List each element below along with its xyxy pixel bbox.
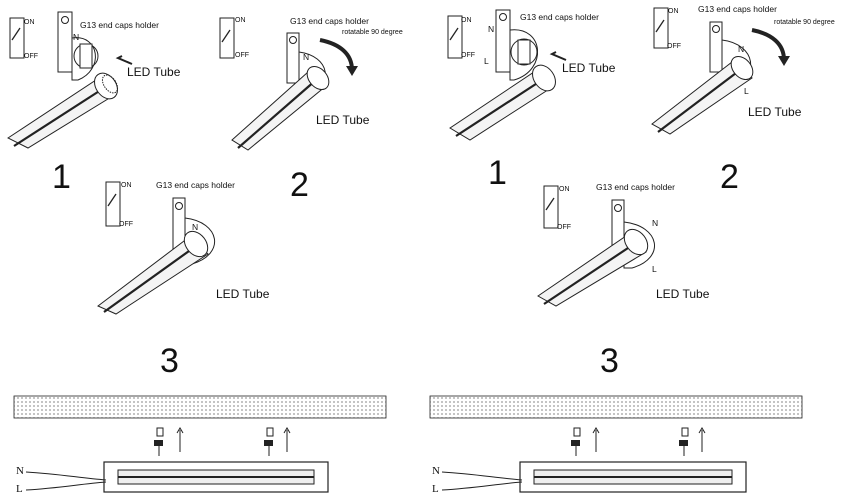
holder-label: G13 end caps holder: [698, 4, 777, 14]
led-tube: [537, 228, 649, 307]
switch-on-label: ON: [559, 186, 570, 193]
rotatable-label: rotatable 90 degree: [342, 29, 403, 36]
switch-off-label: OFF: [667, 43, 681, 50]
panel-right-step1: ON OFF G13 end caps holder N L LED Tube …: [447, 9, 616, 192]
holder-label: G13 end caps holder: [520, 12, 599, 22]
live-label: L: [744, 86, 749, 96]
fixture-left: N L: [13, 395, 387, 495]
switch-off-label: OFF: [24, 53, 38, 60]
switch-off-label: OFF: [461, 52, 475, 59]
switch-on-label: ON: [24, 19, 35, 26]
end-cap-holder: [57, 11, 99, 81]
step-number: 2: [290, 166, 309, 204]
ceiling-mesh: [429, 395, 803, 419]
led-tube-label: LED Tube: [316, 113, 370, 127]
live-label: L: [484, 56, 489, 66]
switch-on-label: ON: [235, 17, 246, 24]
holder-label: G13 end caps holder: [596, 182, 675, 192]
rotate-arrowhead-icon: [778, 56, 790, 66]
neutral-label: N: [738, 44, 744, 54]
wall-switch: ON OFF: [543, 185, 571, 231]
wall-switch: ON OFF: [653, 7, 681, 50]
wall-switch: ON OFF: [447, 15, 475, 59]
wall-switch: ON OFF: [9, 17, 38, 60]
step-number: 1: [52, 158, 71, 196]
arrow-icon: [549, 51, 567, 61]
arrow-icon: [115, 55, 133, 65]
panel-right-step2: ON OFF G13 end caps holder rotatable 90 …: [651, 4, 835, 196]
neutral-wire-label: N: [16, 465, 24, 477]
led-tube: [449, 64, 556, 141]
mounting-screw-icon: [154, 427, 184, 456]
rotatable-label: rotatable 90 degree: [774, 19, 835, 26]
panel-right-step3: ON OFF G13 end caps holder N L LED Tube …: [537, 182, 710, 380]
led-tube: [651, 55, 754, 135]
mounting-screw-icon: [679, 427, 706, 456]
live-label: L: [652, 264, 657, 274]
neutral-label: N: [192, 222, 198, 232]
rotate-arrow-icon: [319, 38, 354, 71]
switch-off-label: OFF: [235, 52, 249, 59]
holder-label: G13 end caps holder: [156, 180, 235, 190]
led-tube-label: LED Tube: [748, 105, 802, 119]
switch-on-label: ON: [668, 8, 679, 15]
neutral-label: N: [73, 32, 79, 42]
fixture-right: N L: [429, 395, 803, 495]
switch-on-label: ON: [461, 17, 472, 24]
panel-left-step1: ON OFF G13 end caps holder N LED Tube 1: [7, 11, 181, 196]
neutral-label: N: [652, 218, 658, 228]
led-tube: [97, 230, 209, 315]
led-tube-label: LED Tube: [562, 61, 616, 75]
mounting-screw-icon: [571, 427, 600, 456]
neutral-label: N: [488, 24, 494, 34]
panel-left-step2: ON OFF G13 end caps holder rotatable 90 …: [219, 16, 403, 204]
switch-on-label: ON: [121, 182, 132, 189]
mounting-screw-icon: [264, 427, 291, 456]
led-tube: [7, 72, 119, 149]
panel-left-step3: ON OFF G13 end caps holder N LED Tube 3: [97, 180, 270, 380]
ceiling-mesh: [13, 395, 387, 419]
holder-label: G13 end caps holder: [80, 20, 159, 30]
step-number: 3: [600, 342, 619, 380]
led-tube-label: LED Tube: [216, 287, 270, 301]
led-tube-label: LED Tube: [127, 65, 181, 79]
led-tube-label: LED Tube: [656, 287, 710, 301]
live-wire-label: L: [16, 483, 23, 495]
step-number: 2: [720, 158, 739, 196]
wall-switch: ON OFF: [219, 17, 249, 59]
holder-label: G13 end caps holder: [290, 16, 369, 26]
switch-off-label: OFF: [119, 221, 133, 228]
neutral-label: N: [303, 52, 309, 62]
step-number: 1: [488, 154, 507, 192]
led-tube: [231, 65, 330, 151]
wall-switch: ON OFF: [105, 181, 133, 228]
rotate-arrow-icon: [751, 28, 786, 61]
step-number: 3: [160, 342, 179, 380]
end-cap-holder: [495, 9, 539, 81]
live-wire-label: L: [432, 483, 439, 495]
neutral-wire-label: N: [432, 465, 440, 477]
rotate-arrowhead-icon: [346, 66, 358, 76]
switch-off-label: OFF: [557, 224, 571, 231]
